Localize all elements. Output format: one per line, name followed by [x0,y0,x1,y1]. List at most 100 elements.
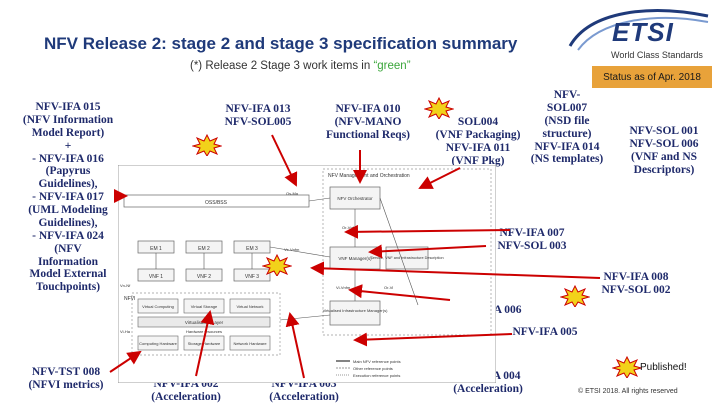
sol004-line: NFV-IFA 011 [445,141,511,154]
sol004-line: (VNF Packaging) [435,128,521,141]
sol004-label: SOL004 (VNF Packaging) NFV-IFA 011 (VNF … [428,116,528,168]
vnetwork-label: Virtual Network [236,304,263,309]
vnf3-label: VNF 3 [245,274,259,280]
sol001-line: Descriptors) [633,163,695,176]
vcompute-box [137,298,179,314]
vstorage-label: Virtual Storage [191,304,218,309]
ifa008-line: NFV-SOL 002 [601,283,671,296]
sol007-line: NFV-IFA 014 [534,140,600,153]
left-line: Guidelines), [38,216,98,229]
copyright: © ETSI 2018. All rights reserved [578,388,678,395]
published-star-legend [612,356,642,378]
ref-ve-vnfm: Ve-Vnfm [284,247,300,252]
vim-label: Virtualised Infrastructure Manager(s) [323,308,389,313]
hstorage-label: Storage Hardware [188,341,221,346]
sol007-label: NFV- SOL007 (NSD file structure) NFV-IFA… [524,89,610,166]
em3-label: EM 3 [246,246,258,252]
arrow-ifa005 [353,332,513,347]
sol007-line: (NS templates) [530,153,604,166]
left-line: NFV-IFA 015 [35,101,101,113]
ifa004-line: (Acceleration) [453,382,523,395]
catalogue-box [385,246,429,270]
left-line: (NFV Information [22,113,114,126]
sol004-line: (VNF Pkg) [451,154,505,167]
etsi-logo: ETSI [612,17,674,47]
ifa002-line: (Acceleration) [151,390,221,403]
published-star-ifa008 [560,285,590,307]
ifa007-line: NFV-SOL 003 [497,239,567,252]
sol001-line: NFV-SOL 001 [629,125,699,137]
ifa010-line: NFV-IFA 010 [335,103,401,115]
ifa008-label: NFV-IFA 008 NFV-SOL 002 [584,271,688,297]
legend-other: Other reference points [353,366,393,371]
sol007-line: structure) [542,127,592,140]
nfvi-label: NFVI [124,296,135,302]
ifa013-line: NFV-IFA 013 [225,103,291,115]
published-star-sol004 [424,97,454,119]
left-line: - NFV-IFA 016 [32,152,104,165]
left-line: + [64,139,72,152]
status-badge: Status as of Apr. 2018 [592,66,712,88]
etsi-tagline: World Class Standards [611,50,703,60]
ref-os-ma: Os-Ma [286,191,299,196]
tst008-line: (NFVI metrics) [28,378,104,391]
ifa010-line: Functional Reqs) [325,128,411,141]
arrow-ifa007-b [368,244,487,259]
ifa008-line: NFV-IFA 008 [603,271,669,283]
em1-label: EM 1 [150,246,162,252]
vnf1-label: VNF 1 [149,274,163,280]
vim-box [329,300,381,326]
hnetwork-label: Network Hardware [233,341,267,346]
arrow-ifa002 [195,310,215,377]
published-star-ifa013 [192,134,222,156]
vnetwork-box [229,298,271,314]
hcompute-label: Computing Hardware [139,341,178,346]
left-line: (Papyrus [45,165,91,178]
left-line: Touchpoints) [35,281,101,294]
ref-vi-vnfm: Vi-Vnfm [336,285,351,290]
ifa010-line: (NFV-MANO [334,115,402,128]
vnf2-label: VNF 2 [197,274,211,280]
arrow-tst008 [109,350,142,373]
oss-label: OSS/BSS [205,200,228,206]
etsi-logo-arc [568,9,709,51]
tst008-line: NFV-TST 008 [31,366,101,378]
subtitle-prefix: (*) Release 2 Stage 3 work items in [190,60,374,72]
sol007-line: SOL007 [546,101,588,114]
mano-label: NFV Management and Orchestration [328,173,410,179]
hcompute-box [137,335,179,351]
arrow-ifa007-a [344,224,511,239]
hnetwork-box [229,335,271,351]
page-subtitle: (*) Release 2 Stage 3 work items in “gre… [190,60,411,72]
sol004-line: SOL004 [457,116,499,128]
ifa007-label: NFV-IFA 007 NFV-SOL 003 [482,227,582,253]
arrow-ifa008 [310,261,601,279]
ifa007-line: NFV-IFA 007 [499,227,565,239]
left-spec-list: NFV-IFA 015 (NFV Information Model Repor… [14,101,122,294]
ifa003-line: (Acceleration) [269,390,339,403]
arrow-sol004 [418,167,461,189]
ifa013-label: NFV-IFA 013 NFV-SOL005 [208,103,308,129]
ref-vn-nf: Vn-Nf [120,283,131,288]
left-line: (UML Modeling [28,204,108,216]
orchestrator-label: NFV Orchestrator [337,196,373,201]
ifa010-label: NFV-IFA 010 (NFV-MANO Functional Reqs) [318,103,418,142]
left-line: (NFV [54,242,82,255]
catalogue-label: Service, VNF and Infrastructure Descript… [370,256,443,260]
arrow-ifa013 [271,134,298,187]
sol001-label: NFV-SOL 001 NFV-SOL 006 (VNF and NS Desc… [612,125,716,177]
spec-arrows [109,134,601,379]
published-star-ifa007 [262,254,292,276]
subtitle-highlight: “green” [373,60,411,72]
ref-vi-ha: Vi-Ha [120,329,131,334]
sol007-line: NFV- [553,89,581,101]
left-line: Information [37,255,99,268]
ifa005-label: NFV-IFA 005 [512,326,578,338]
left-line: - NFV-IFA 024 [32,229,104,242]
ref-or-vi: Or-Vi [384,285,393,290]
arrow-ifa003 [285,312,305,379]
tst008-label: NFV-TST 008 (NFVI metrics) [18,366,114,392]
published-legend: Published! [640,362,687,373]
em2-label: EM 2 [198,246,210,252]
